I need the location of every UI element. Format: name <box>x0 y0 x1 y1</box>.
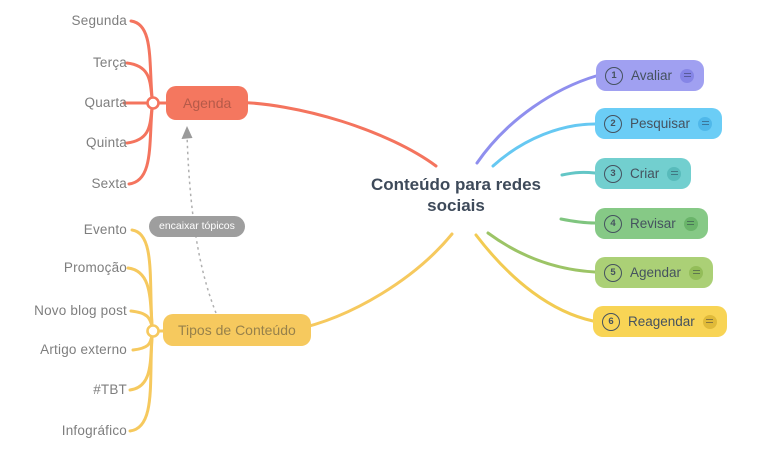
tipos-collapse-handle[interactable] <box>146 324 160 338</box>
wire-agenda-to-center <box>226 100 438 168</box>
relationship-arrow-line[interactable] <box>186 133 217 314</box>
relationship-label[interactable]: encaixar tópicos <box>149 216 245 237</box>
leaf-artigo-externo[interactable]: Artigo externo <box>40 342 127 357</box>
node-label: Pesquisar <box>630 116 691 131</box>
wire-novo-blog-post <box>129 309 154 328</box>
wire-infografico <box>128 336 154 433</box>
central-topic[interactable]: Conteúdo para redes sociais <box>370 175 542 215</box>
wire-quinta <box>125 106 154 145</box>
step-number-badge: 6 <box>602 312 620 331</box>
leaf-infografico[interactable]: Infográfico <box>61 423 127 438</box>
step-number-badge: 3 <box>604 164 622 183</box>
agenda-collapse-handle[interactable] <box>146 96 160 110</box>
wire-artigo-externo <box>131 334 154 352</box>
node-revisar[interactable]: 4 Revisar <box>595 208 708 239</box>
leaf-tbt[interactable]: #TBT <box>93 382 127 397</box>
node-label: Agendar <box>630 265 682 280</box>
node-label: Revisar <box>630 216 676 231</box>
node-label: Criar <box>630 166 660 181</box>
node-label: Reagendar <box>628 314 695 329</box>
step-number-badge: 5 <box>604 263 622 282</box>
step-number-badge: 4 <box>604 214 622 233</box>
wire-agendar <box>486 231 597 274</box>
step-number-badge: 2 <box>604 114 622 133</box>
wire-reagendar <box>474 233 595 323</box>
note-icon[interactable] <box>667 166 682 181</box>
relationship-arrowhead <box>181 126 193 139</box>
leaf-terca[interactable]: Terça <box>92 55 127 70</box>
note-icon[interactable] <box>683 216 698 231</box>
leaf-segunda[interactable]: Segunda <box>71 13 127 28</box>
node-pesquisar[interactable]: 2 Pesquisar <box>595 108 723 139</box>
leaf-promocao[interactable]: Promoção <box>63 260 127 275</box>
wire-criar <box>560 170 597 177</box>
wire-segunda <box>129 19 154 99</box>
note-icon[interactable] <box>698 116 713 131</box>
note-icon[interactable] <box>680 68 695 83</box>
wire-promocao <box>126 266 154 327</box>
wire-revisar <box>559 217 597 225</box>
wire-terca <box>125 61 154 100</box>
step-number-badge: 1 <box>605 66 623 85</box>
node-agenda[interactable]: Agenda <box>166 86 249 120</box>
note-icon[interactable] <box>689 265 704 280</box>
node-tipos-de-conteudo[interactable]: Tipos de Conteúdo <box>163 314 311 346</box>
wire-avaliar <box>475 74 598 165</box>
node-reagendar[interactable]: 6 Reagendar <box>593 306 727 337</box>
leaf-quinta[interactable]: Quinta <box>86 135 127 150</box>
leaf-novo-blog-post[interactable]: Novo blog post <box>34 303 127 318</box>
node-label: Avaliar <box>631 68 673 83</box>
wire-tipos-to-center <box>291 232 454 332</box>
wire-pesquisar <box>491 122 597 168</box>
node-avaliar[interactable]: 1 Avaliar <box>596 60 705 91</box>
node-agendar[interactable]: 5 Agendar <box>595 257 714 288</box>
leaf-quarta[interactable]: Quarta <box>84 95 127 110</box>
wire-sexta <box>127 107 154 186</box>
leaf-evento[interactable]: Evento <box>83 222 127 237</box>
note-icon[interactable] <box>702 314 717 329</box>
node-criar[interactable]: 3 Criar <box>595 158 692 189</box>
leaf-sexta[interactable]: Sexta <box>91 176 127 191</box>
